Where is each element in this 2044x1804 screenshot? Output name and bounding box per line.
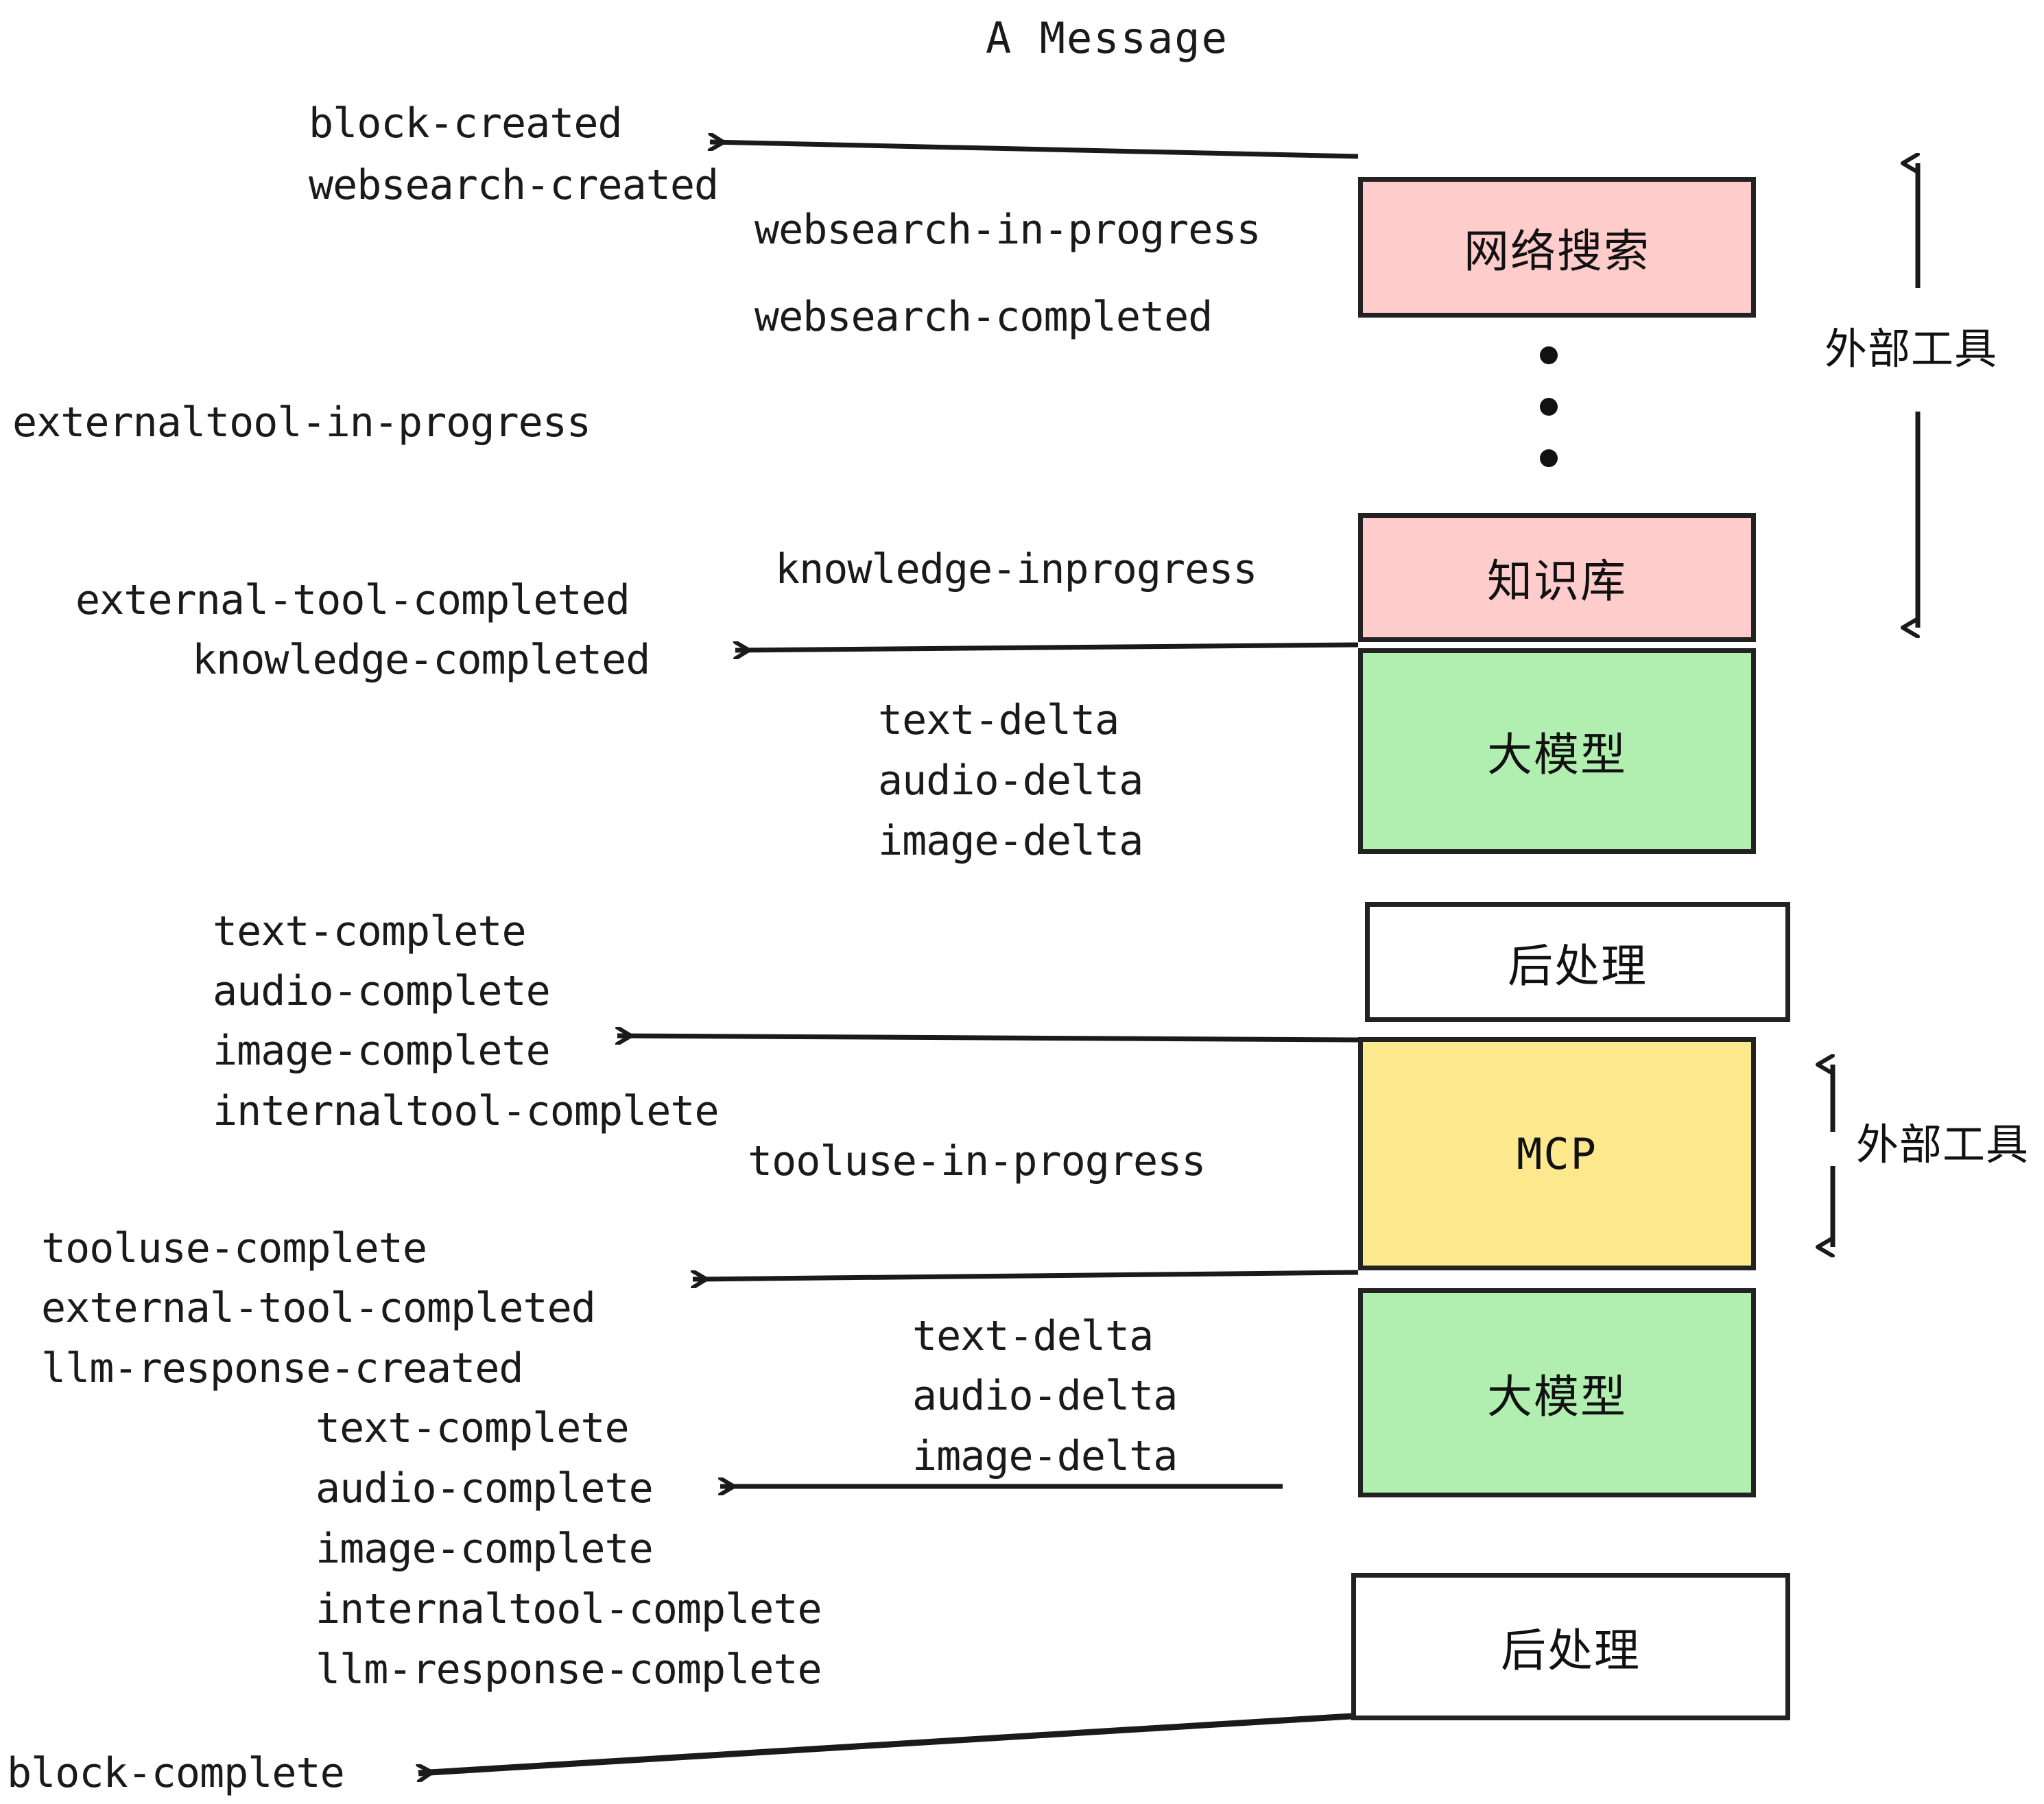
event-internaltool-complete-2: internaltool-complete [316,1585,822,1633]
event-audio-complete-1: audio-complete [213,967,551,1015]
event-internaltool-complete-1: internaltool-complete [213,1087,720,1135]
box-llm-2-label: 大模型 [1487,1370,1627,1423]
event-websearch-in-progress: websearch-in-progress [754,206,1261,254]
box-knowledge-base-label: 知识库 [1487,555,1627,608]
event-knowledge-inprogress: knowledge-inprogress [775,545,1257,593]
ellipsis-dot-1 [1540,346,1558,364]
event-image-delta-2: image-delta [912,1432,1178,1480]
box-websearch-label: 网络搜索 [1464,224,1650,278]
side-label-external-tool-top: 外部工具 [1825,324,1998,374]
event-image-complete-1: image-complete [213,1027,551,1075]
event-text-complete-1: text-complete [213,907,527,956]
arrow-websearch-created [710,142,1359,159]
event-image-delta-1: image-delta [878,817,1143,865]
event-audio-delta-1: audio-delta [878,757,1143,805]
event-llm-response-created: llm-response-created [41,1344,523,1392]
event-image-complete-2: image-complete [316,1525,654,1573]
arrow-knowledge-completed [735,645,1359,650]
event-audio-complete-2: audio-complete [316,1464,654,1512]
arrow-image-complete [617,1036,1359,1040]
event-tooluse-complete: tooluse-complete [41,1224,427,1272]
event-knowledge-completed: knowledge-completed [192,636,650,684]
ellipsis-dot-3 [1540,449,1558,467]
box-mcp-label: MCP [1517,1128,1597,1179]
box-postprocess-1-label: 后处理 [1508,939,1648,993]
box-llm-2[interactable]: 大模型 [1358,1288,1756,1497]
diagram-title: A Message [986,13,1228,63]
box-mcp[interactable]: MCP [1358,1037,1756,1270]
event-block-complete: block-complete [7,1749,345,1797]
box-postprocess-2[interactable]: 后处理 [1351,1573,1790,1720]
arrow-block-complete [418,1713,1352,1773]
box-postprocess-1[interactable]: 后处理 [1365,902,1790,1022]
event-llm-response-complete: llm-response-complete [316,1646,822,1694]
box-llm-1-label: 大模型 [1487,728,1627,781]
event-external-tool-completed-2: external-tool-completed [41,1284,596,1332]
box-postprocess-2-label: 后处理 [1501,1624,1641,1677]
event-external-tool-completed-1: external-tool-completed [75,576,630,624]
event-block-created: block-created [309,99,623,147]
event-externaltool-in-progress: externaltool-in-progress [12,399,591,447]
box-websearch[interactable]: 网络搜索 [1358,177,1756,318]
box-knowledge-base[interactable]: 知识库 [1358,513,1756,642]
event-text-delta-2: text-delta [912,1312,1154,1360]
event-websearch-created: websearch-created [309,161,719,209]
ellipsis-dot-2 [1540,398,1558,416]
box-llm-1[interactable]: 大模型 [1358,648,1756,854]
event-audio-delta-2: audio-delta [912,1372,1178,1420]
side-label-external-tool-mcp: 外部工具 [1856,1119,2030,1170]
event-tooluse-in-progress: tooluse-in-progress [748,1137,1206,1185]
event-text-complete-2: text-complete [316,1404,630,1452]
arrow-tooluse-complete [693,1270,1359,1279]
event-text-delta-1: text-delta [878,696,1119,744]
event-websearch-completed: websearch-completed [754,293,1213,341]
